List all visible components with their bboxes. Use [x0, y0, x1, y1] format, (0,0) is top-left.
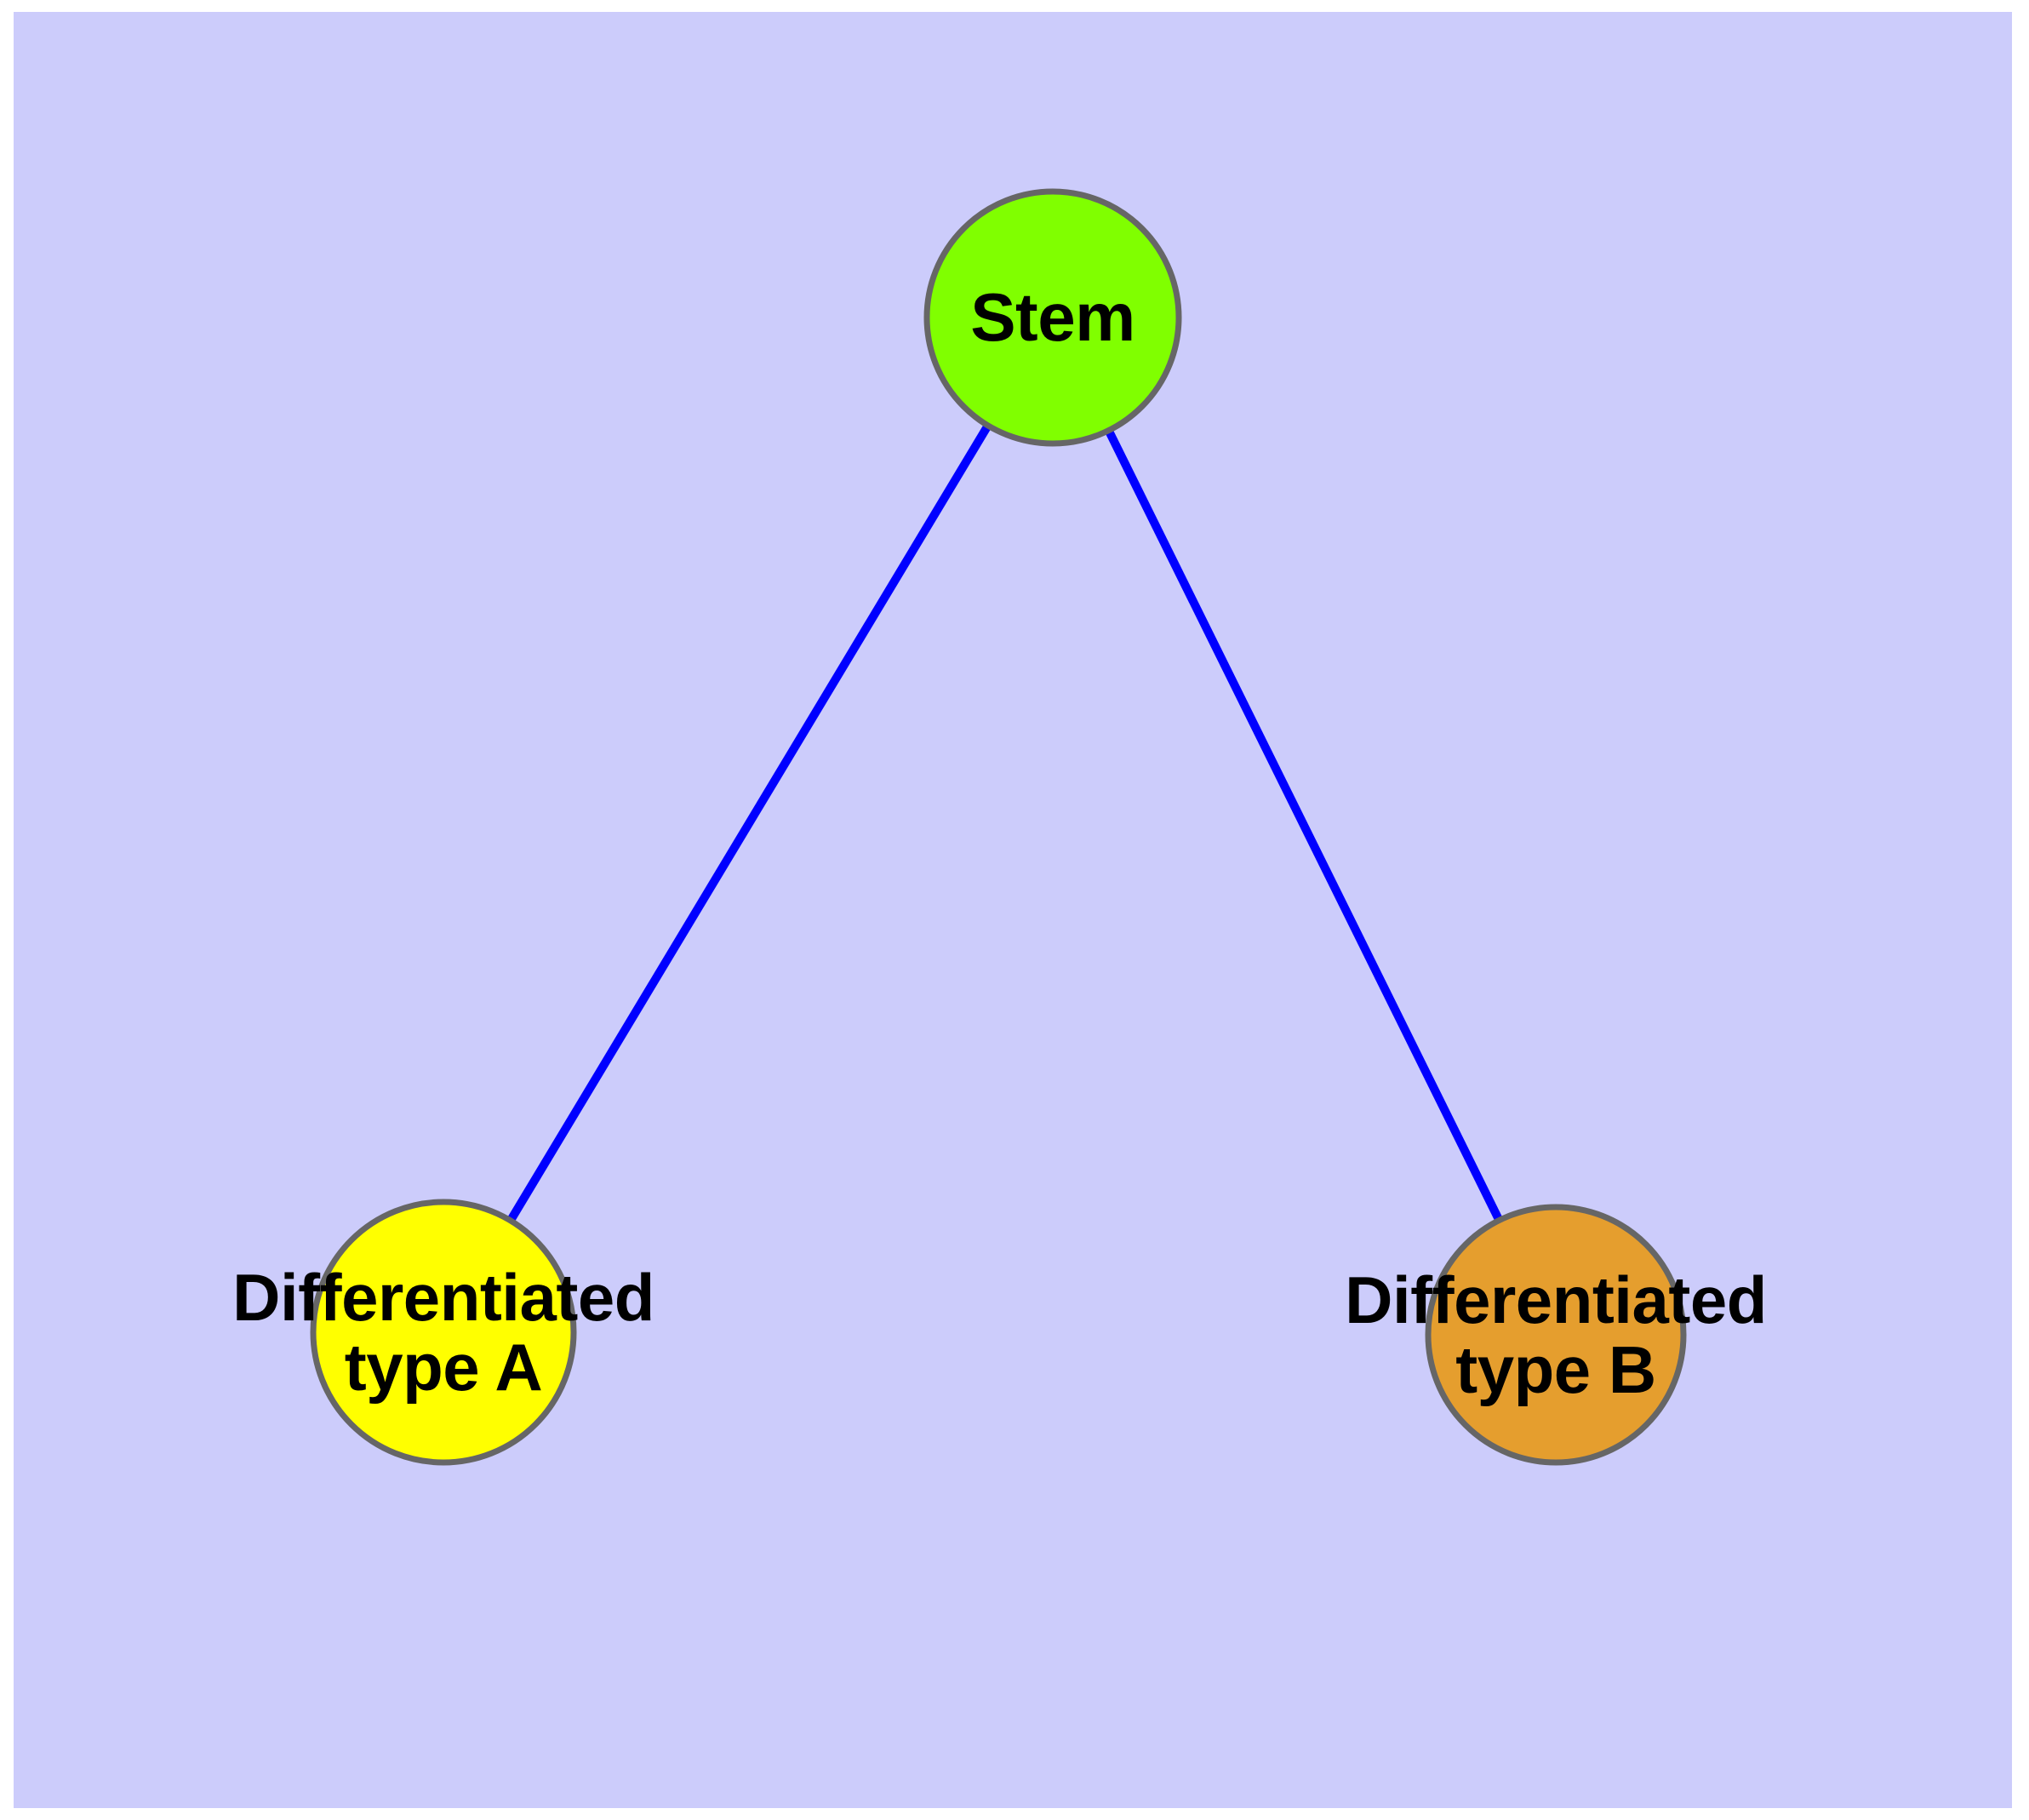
node-differentiated-type-a[interactable] [310, 1199, 577, 1466]
edge-stem-to-differentiated-type-b [1049, 315, 1560, 1337]
nodes-group [310, 188, 1687, 1466]
edge-stem-to-differentiated-type-a [439, 315, 1057, 1335]
node-differentiated-type-b[interactable] [1425, 1204, 1687, 1466]
node-stem[interactable] [923, 188, 1182, 447]
edges-group [439, 315, 1560, 1337]
